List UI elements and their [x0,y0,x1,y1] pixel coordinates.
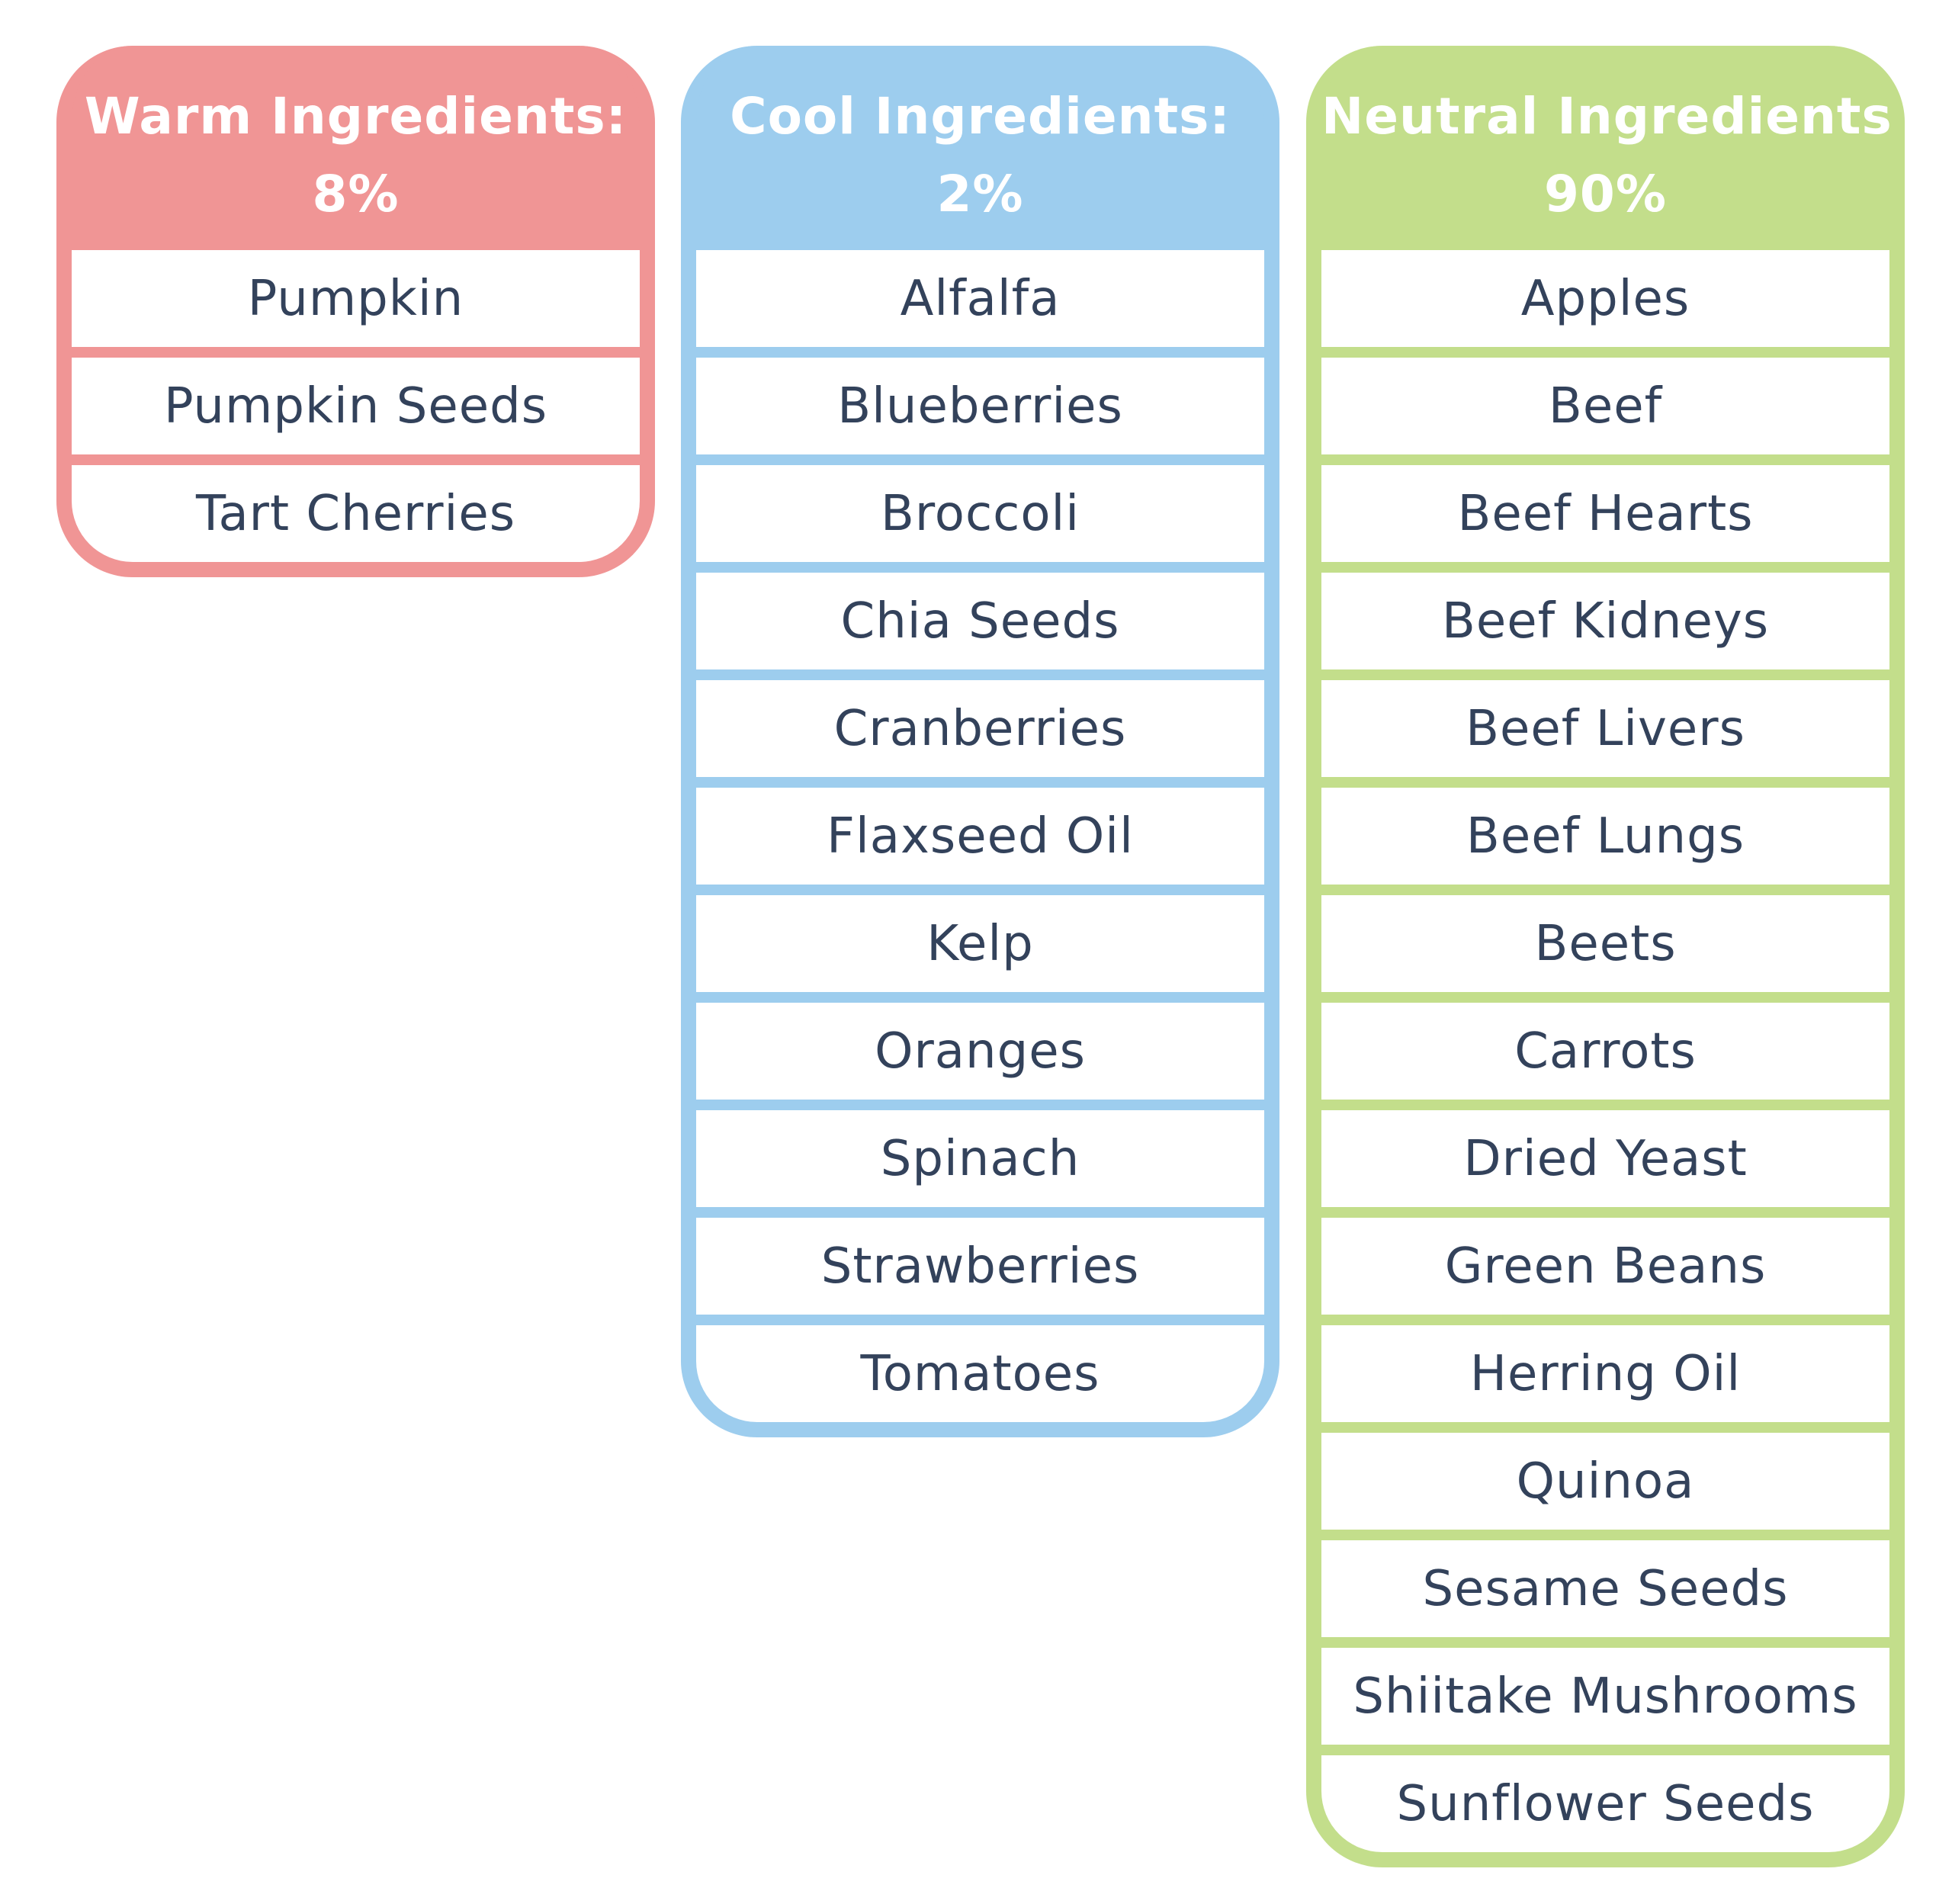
list-item: Blueberries [696,358,1264,454]
list-item: Beef Kidneys [1321,573,1889,669]
warm-ingredients-title: Warm Ingredients: [84,87,628,146]
list-item: Tart Cherries [72,465,640,562]
list-item: Sunflower Seeds [1321,1755,1889,1852]
cool-ingredients-header: Cool Ingredients: 2% [696,46,1264,250]
list-item: Flaxseed Oil [696,788,1264,885]
cool-ingredients-title: Cool Ingredients: [730,87,1231,146]
list-item: Herring Oil [1321,1325,1889,1422]
list-item: Apples [1321,250,1889,347]
list-item: Beef Hearts [1321,465,1889,562]
neutral-ingredients-header: Neutral Ingredients: 90% [1321,46,1889,250]
warm-ingredients-card: Warm Ingredients: 8% Pumpkin Pumpkin See… [56,46,655,577]
warm-ingredients-percent: 8% [312,165,400,223]
list-item: Pumpkin [72,250,640,347]
list-item: Green Beans [1321,1218,1889,1315]
list-item: Pumpkin Seeds [72,358,640,454]
list-item: Strawberries [696,1218,1264,1315]
list-item: Dried Yeast [1321,1110,1889,1207]
list-item: Beets [1321,895,1889,992]
list-item: Beef Livers [1321,680,1889,777]
list-item: Shiitake Mushrooms [1321,1648,1889,1745]
list-item: Kelp [696,895,1264,992]
list-item: Quinoa [1321,1433,1889,1530]
warm-ingredients-header: Warm Ingredients: 8% [72,46,640,250]
neutral-ingredients-card: Neutral Ingredients: 90% Apples Beef Bee… [1306,46,1905,1867]
warm-ingredients-list: Pumpkin Pumpkin Seeds Tart Cherries [72,250,640,562]
list-item: Chia Seeds [696,573,1264,669]
list-item: Alfalfa [696,250,1264,347]
neutral-ingredients-title: Neutral Ingredients: [1321,87,1905,146]
neutral-ingredients-percent: 90% [1544,165,1667,223]
cool-ingredients-percent: 2% [936,165,1024,223]
list-item: Sesame Seeds [1321,1540,1889,1637]
list-item: Beef Lungs [1321,788,1889,885]
cool-ingredients-card: Cool Ingredients: 2% Alfalfa Blueberries… [681,46,1279,1437]
cool-ingredients-list: Alfalfa Blueberries Broccoli Chia Seeds … [696,250,1264,1422]
list-item: Carrots [1321,1003,1889,1100]
list-item: Spinach [696,1110,1264,1207]
list-item: Cranberries [696,680,1264,777]
list-item: Tomatoes [696,1325,1264,1422]
list-item: Oranges [696,1003,1264,1100]
neutral-ingredients-list: Apples Beef Beef Hearts Beef Kidneys Bee… [1321,250,1889,1852]
list-item: Beef [1321,358,1889,454]
list-item: Broccoli [696,465,1264,562]
